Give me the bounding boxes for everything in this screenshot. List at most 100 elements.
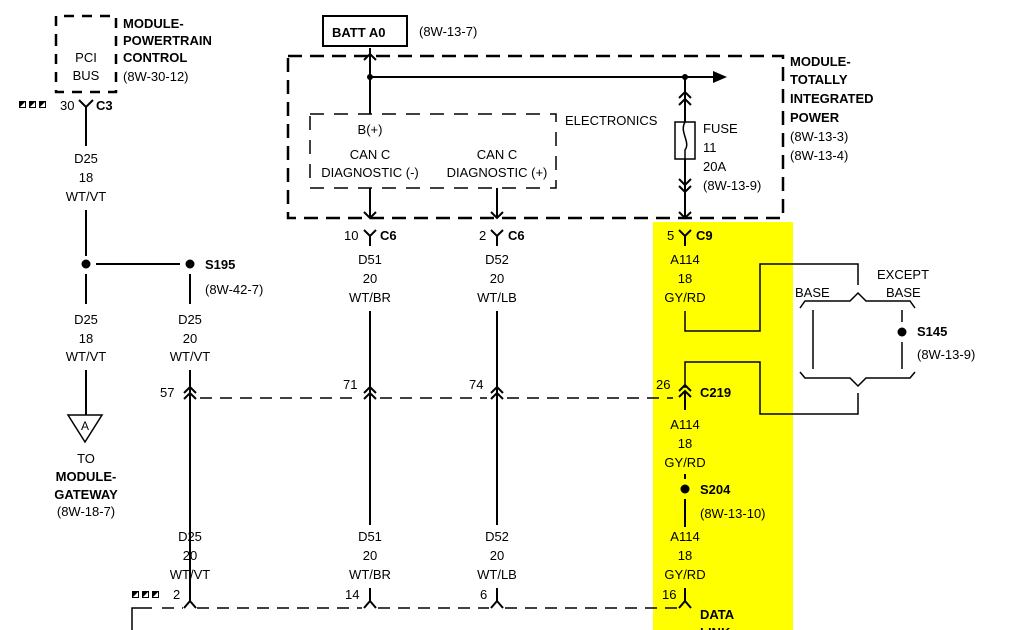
wire-a114-option-return bbox=[684, 361, 859, 415]
wire-d25-top-color: WT/VT bbox=[66, 189, 106, 204]
wire-d25-right-circuit: D25 bbox=[178, 312, 202, 327]
wire-d51-bottom-circuit: D51 bbox=[358, 529, 382, 544]
highlighted-circuit-a114 bbox=[653, 222, 793, 630]
multi-connector-icon bbox=[132, 591, 159, 598]
female-terminal-icon bbox=[78, 99, 94, 146]
fuse-number: 11 bbox=[703, 140, 717, 155]
arrow-down-icon bbox=[490, 211, 504, 220]
pcm-box-outline bbox=[54, 14, 118, 94]
wire-d25-right-color: WT/VT bbox=[170, 349, 210, 364]
tipm-ref-2: (8W-13-4) bbox=[790, 148, 848, 163]
can-plus-label-1: CAN C bbox=[477, 147, 517, 162]
female-terminal-icon bbox=[678, 229, 692, 246]
option-base-label: BASE bbox=[795, 285, 830, 300]
option-bracket-bottom bbox=[799, 371, 916, 388]
wire-d52-bottom-color: WT/LB bbox=[477, 567, 517, 582]
wire-d51-bottom-gauge: 20 bbox=[363, 548, 377, 563]
splice-s195-label: S195 bbox=[205, 257, 235, 272]
c219-pin-a114: 26 bbox=[656, 377, 670, 392]
arrow-down-icon bbox=[678, 211, 692, 220]
wire-d52-top-circuit: D52 bbox=[485, 252, 509, 267]
splice-dot bbox=[81, 259, 91, 269]
arrow-right-icon bbox=[713, 71, 727, 83]
tipm-ref-1: (8W-13-3) bbox=[790, 129, 848, 144]
pcm-title-2: POWERTRAIN bbox=[123, 33, 212, 48]
female-terminal-icon bbox=[183, 588, 197, 609]
tipm-title-3: INTEGRATED bbox=[790, 91, 874, 106]
wire-d25-bottom-color: WT/VT bbox=[170, 567, 210, 582]
option-bracket-top bbox=[799, 291, 916, 309]
wire-d51-top-circuit: D51 bbox=[358, 252, 382, 267]
wire-d25-left-color: WT/VT bbox=[66, 349, 106, 364]
dlc-outline-corner bbox=[131, 607, 152, 630]
splice-s195-dot bbox=[185, 259, 195, 269]
c219-pin-d52: 74 bbox=[469, 377, 483, 392]
female-terminal-icon bbox=[490, 588, 504, 609]
c219-pin-d25: 57 bbox=[160, 385, 174, 400]
dlc-pin-d25: 2 bbox=[173, 587, 180, 602]
option-except-label-2: BASE bbox=[886, 285, 921, 300]
fuse-ref: (8W-13-9) bbox=[703, 178, 761, 193]
c3-label: C3 bbox=[96, 98, 113, 113]
c3-pin: 30 bbox=[60, 98, 74, 113]
female-terminal-icon bbox=[490, 229, 504, 246]
pcm-ref: (8W-30-12) bbox=[123, 69, 189, 84]
gateway-title-1: MODULE- bbox=[56, 469, 117, 484]
c6-label-b: C6 bbox=[508, 228, 525, 243]
splice-s195-ref: (8W-42-7) bbox=[205, 282, 263, 297]
wire-a114-bottom-circuit: A114 bbox=[670, 529, 699, 544]
dlc-pin-d51: 14 bbox=[345, 587, 359, 602]
c219-label: C219 bbox=[700, 385, 731, 400]
double-terminal-icon bbox=[363, 385, 377, 400]
gateway-ref: (8W-18-7) bbox=[57, 504, 115, 519]
wire-d25-bottom-circuit: D25 bbox=[178, 529, 202, 544]
wire-d25-left-gauge: 18 bbox=[79, 331, 93, 346]
tipm-module-outline bbox=[286, 54, 785, 220]
batt-a0-box bbox=[322, 15, 408, 47]
wire-d25-bottom-gauge: 20 bbox=[183, 548, 197, 563]
wire-a114-top-circuit: A114 bbox=[670, 252, 699, 267]
wire-d51-top-gauge: 20 bbox=[363, 271, 377, 286]
connector-c3: 30 C3 bbox=[19, 98, 113, 146]
male-terminal-icon bbox=[363, 52, 377, 61]
tipm-title-2: TOTALLY bbox=[790, 72, 848, 87]
c219-pin-d51: 71 bbox=[343, 377, 357, 392]
dlc-pin-a114: 16 bbox=[662, 587, 676, 602]
wire-d25-right-gauge: 20 bbox=[183, 331, 197, 346]
batt-a0-ref: (8W-13-7) bbox=[419, 24, 477, 39]
female-terminal-icon bbox=[363, 229, 377, 246]
dlc-label-2: LINK bbox=[700, 625, 731, 630]
wire-a114-top-color: GY/RD bbox=[664, 290, 705, 305]
c6-pin-b: 2 bbox=[479, 228, 486, 243]
wire-a114-option-out bbox=[684, 263, 859, 332]
gateway-marker: A bbox=[81, 419, 89, 433]
bplus-label: B(+) bbox=[358, 122, 383, 137]
c9-pin: 5 bbox=[667, 228, 674, 243]
wire-d51-top-color: WT/BR bbox=[349, 290, 391, 305]
can-minus-label-1: CAN C bbox=[350, 147, 390, 162]
wire-d52-top-gauge: 20 bbox=[490, 271, 504, 286]
wire-a114-mid-circuit: A114 bbox=[670, 417, 699, 432]
pcm-module: PCI BUS MODULE- POWERTRAIN CONTROL (8W-3… bbox=[54, 14, 212, 94]
c6-pin-a: 10 bbox=[344, 228, 358, 243]
splice-s204-dot bbox=[680, 484, 690, 494]
splice-s145-label: S145 bbox=[917, 324, 947, 339]
tipm-title-4: POWER bbox=[790, 110, 840, 125]
dlc-pin-d52: 6 bbox=[480, 587, 487, 602]
female-terminal-icon bbox=[363, 588, 377, 609]
gateway-to: TO bbox=[77, 451, 95, 466]
wire-a114-top-gauge: 18 bbox=[678, 271, 692, 286]
gateway-triangle-icon bbox=[66, 414, 104, 444]
splice-s204-label: S204 bbox=[700, 482, 731, 497]
c6-label-a: C6 bbox=[380, 228, 397, 243]
pcm-title-3: CONTROL bbox=[123, 50, 187, 65]
wire-d25-top-gauge: 18 bbox=[79, 170, 93, 185]
double-terminal-icon bbox=[678, 178, 692, 194]
double-terminal-icon bbox=[678, 90, 692, 106]
gateway-title-2: GATEWAY bbox=[54, 487, 118, 502]
double-terminal-icon bbox=[490, 385, 504, 400]
fuse-label: FUSE bbox=[703, 121, 738, 136]
wire-d25-top-circuit: D25 bbox=[74, 151, 98, 166]
tipm-title-1: MODULE- bbox=[790, 54, 851, 69]
